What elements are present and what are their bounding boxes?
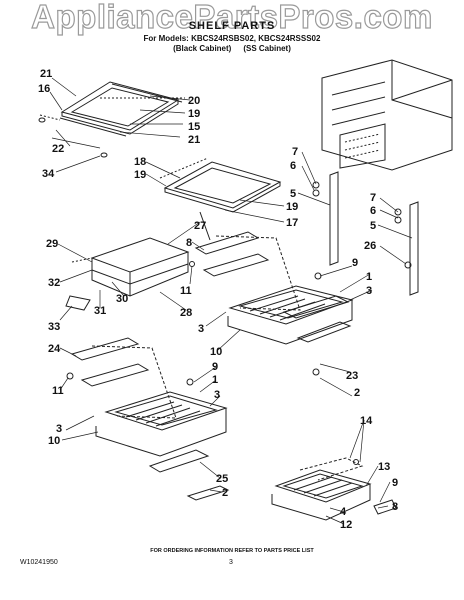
callout-label: 6 bbox=[370, 205, 376, 217]
callout-label: 32 bbox=[48, 277, 60, 289]
watermark-text: AppliancePartsPros.com bbox=[31, 0, 433, 36]
glass-shelf-middle bbox=[159, 157, 282, 241]
callout-label: 7 bbox=[370, 192, 376, 204]
callout-label: 21 bbox=[40, 68, 52, 80]
callout-label: 20 bbox=[188, 95, 200, 107]
callout-label: 27 bbox=[194, 220, 206, 232]
callout-label: 9 bbox=[212, 361, 218, 373]
callout-label: 3 bbox=[366, 285, 372, 297]
callout-label: 2 bbox=[354, 387, 360, 399]
callout-label: 9 bbox=[392, 477, 398, 489]
callout-label: 18 bbox=[134, 156, 146, 168]
callout-label: 22 bbox=[52, 143, 64, 155]
callout-label: 24 bbox=[48, 343, 61, 355]
callout-label: 8 bbox=[392, 501, 398, 513]
callout-label: 9 bbox=[352, 257, 358, 269]
callout-label: 2 bbox=[222, 487, 228, 499]
callout-label: 28 bbox=[180, 307, 192, 319]
callout-label: 23 bbox=[346, 370, 358, 382]
wire-drawer-upper bbox=[194, 231, 354, 376]
callout-label: 31 bbox=[94, 305, 106, 317]
callout-label: 1 bbox=[212, 374, 218, 386]
callout-label: 11 bbox=[52, 385, 64, 397]
callout-label: 14 bbox=[360, 415, 373, 427]
callout-label: 34 bbox=[42, 168, 55, 180]
model-numbers: For Models: KBCS24RSBS02, KBCS24RSSS02 bbox=[143, 34, 321, 43]
cabinet-outline bbox=[321, 59, 453, 171]
callout-label: 5 bbox=[370, 220, 376, 232]
callout-label: 8 bbox=[186, 237, 192, 249]
callout-label: 10 bbox=[210, 346, 222, 358]
callout-label: 29 bbox=[46, 238, 58, 250]
wire-drawer-lower bbox=[66, 337, 230, 501]
cabinet-side-rails bbox=[312, 171, 419, 296]
leader-lines bbox=[49, 77, 413, 525]
callout-label: 15 bbox=[188, 121, 200, 133]
callout-label: 19 bbox=[188, 108, 200, 120]
callout-label: 3 bbox=[56, 423, 62, 435]
callout-label: 7 bbox=[292, 146, 298, 158]
ordering-note: FOR ORDERING INFORMATION REFER TO PARTS … bbox=[150, 548, 314, 554]
callout-label: 6 bbox=[290, 160, 296, 172]
callout-label: 13 bbox=[378, 461, 390, 473]
callout-label: 5 bbox=[290, 188, 296, 200]
callout-label: 17 bbox=[286, 217, 298, 229]
callout-label: 1 bbox=[366, 271, 372, 283]
callout-label: 4 bbox=[340, 506, 347, 518]
cabinet-variants: (Black Cabinet) (SS Cabinet) bbox=[0, 44, 464, 53]
variant-ss-cabinet: (SS Cabinet) bbox=[243, 44, 291, 53]
page-number: 3 bbox=[229, 559, 233, 566]
callout-labels: 21 16 20 19 15 21 22 34 7 6 5 18 19 19 1… bbox=[38, 68, 398, 531]
callout-label: 25 bbox=[216, 473, 228, 485]
document-number: W10241950 bbox=[20, 559, 58, 566]
callout-label: 30 bbox=[116, 293, 128, 305]
callout-label: 26 bbox=[364, 240, 376, 252]
callout-label: 12 bbox=[340, 519, 352, 531]
callout-label: 10 bbox=[48, 435, 60, 447]
callout-label: 19 bbox=[134, 169, 146, 181]
callout-label: 3 bbox=[198, 323, 204, 335]
glass-shelf-upper bbox=[38, 81, 185, 158]
callout-label: 11 bbox=[180, 285, 192, 297]
callout-label: 3 bbox=[214, 389, 220, 401]
callout-label: 19 bbox=[286, 201, 298, 213]
crisper-drawer bbox=[65, 237, 195, 311]
callout-label: 16 bbox=[38, 83, 50, 95]
diagram-title: SHELF PARTS bbox=[188, 20, 276, 32]
callout-label: 21 bbox=[188, 134, 200, 146]
callout-label: 33 bbox=[48, 321, 60, 333]
wire-basket-small bbox=[271, 457, 397, 521]
variant-black-cabinet: (Black Cabinet) bbox=[173, 44, 232, 53]
